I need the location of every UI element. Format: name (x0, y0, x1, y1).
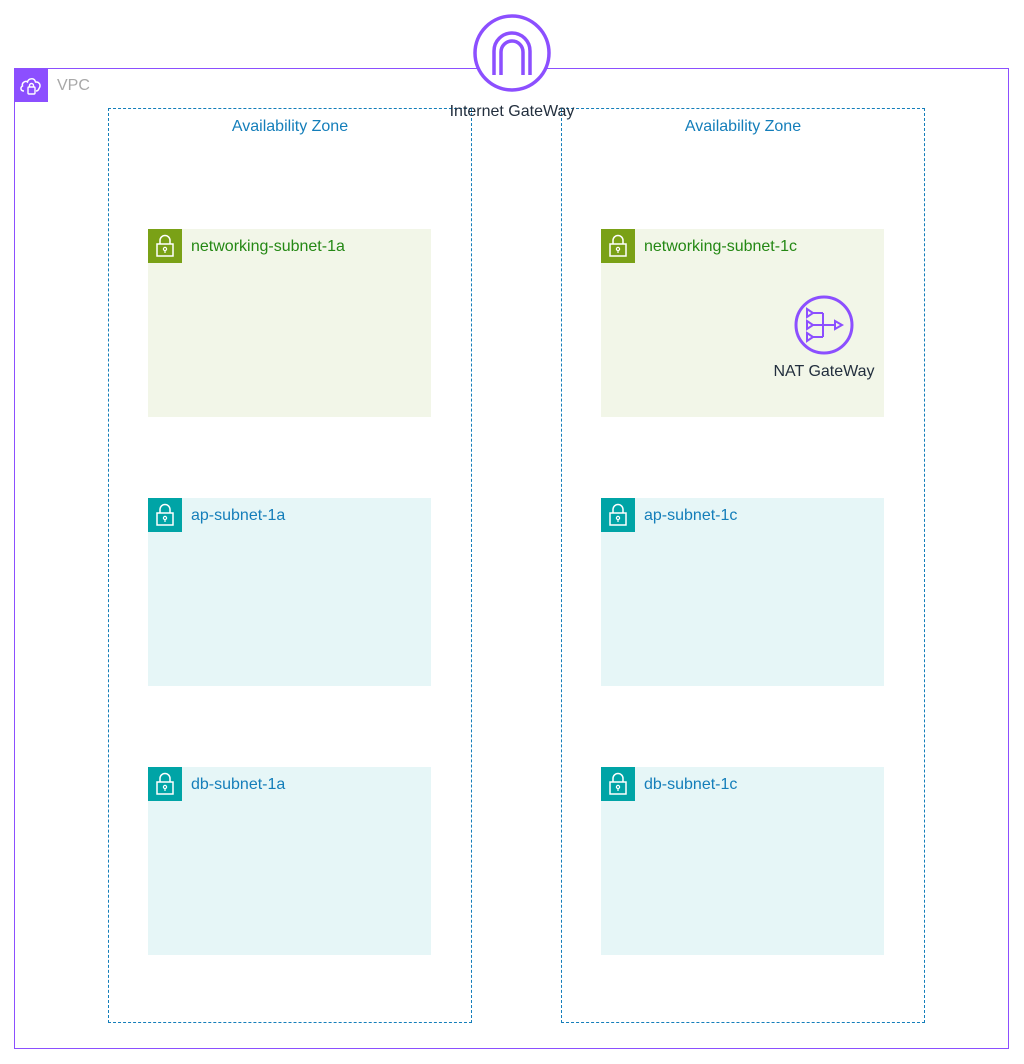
lock-icon (148, 498, 182, 532)
availability-zone-1c-label: Availability Zone (684, 118, 802, 135)
db-subnet-1a: db-subnet-1a (148, 767, 431, 955)
lock-icon (601, 229, 635, 263)
ap-subnet-1c: ap-subnet-1c (601, 498, 884, 686)
availability-zone-1a (108, 108, 472, 1023)
nat-gateway-icon (793, 294, 855, 356)
subnet-label: ap-subnet-1a (191, 507, 286, 524)
availability-zone-1c (561, 108, 925, 1023)
lock-icon (601, 498, 635, 532)
subnet-label: db-subnet-1a (191, 776, 286, 793)
vpc-cloud-icon (14, 68, 48, 102)
vpc-label: VPC (57, 77, 90, 94)
subnet-label: ap-subnet-1c (644, 507, 738, 524)
ap-subnet-1a: ap-subnet-1a (148, 498, 431, 686)
subnet-label: db-subnet-1c (644, 776, 738, 793)
lock-icon (148, 767, 182, 801)
nat-gateway-label: NAT GateWay (773, 363, 875, 380)
networking-subnet-1a: networking-subnet-1a (148, 229, 431, 417)
db-subnet-1c: db-subnet-1c (601, 767, 884, 955)
internet-gateway-label: Internet GateWay (449, 103, 575, 120)
lock-icon (148, 229, 182, 263)
lock-icon (601, 767, 635, 801)
subnet-label: networking-subnet-1a (191, 238, 345, 255)
internet-gateway-icon (472, 13, 552, 93)
availability-zone-1a-label: Availability Zone (231, 118, 349, 135)
subnet-label: networking-subnet-1c (644, 238, 797, 255)
